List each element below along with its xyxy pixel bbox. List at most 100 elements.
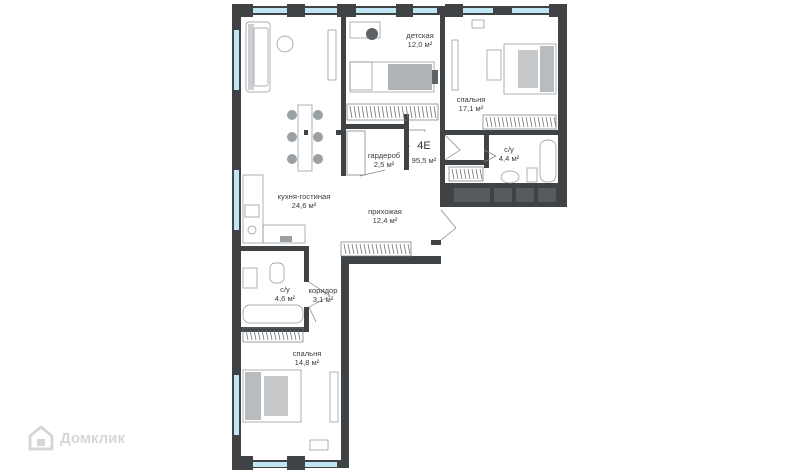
wardrobe-hatch [387,243,391,255]
wardrobe-hatch [433,105,437,119]
room-living-name: кухня-гостиная [278,192,331,201]
wardrobe-hatch [509,116,513,128]
wardrobe-hatch [293,329,297,341]
wardrobes [242,103,557,343]
room-wardrobe-name: гардероб [368,151,401,160]
wardrobe-hatch [417,105,421,119]
wardrobe-hatch [521,116,525,128]
wardrobe-hatch [485,116,489,128]
wardrobe-hatch [371,243,375,255]
wardrobe-hatch [285,329,289,341]
wardrobe-hatch [261,329,265,341]
wardrobe-hatch [393,105,397,119]
wardrobe-hatch [489,116,493,128]
wardrobe-hatch [343,243,347,255]
wardrobe-hatch [377,105,381,119]
room-bathroom-2-area: 4,6 м² [275,294,296,303]
room-hall-name: прихожая [368,207,402,216]
wardrobe-hatch [379,243,383,255]
wardrobe-hatch [391,243,395,255]
wardrobe-hatch [365,105,369,119]
windows [232,4,567,470]
wardrobe-hatch [537,116,541,128]
wardrobe-hatch [281,329,285,341]
wardrobe-hatch [385,105,389,119]
wardrobe-hatch [253,329,257,341]
wardrobe-hatch [545,116,549,128]
wardrobe-hatch [257,329,261,341]
wardrobe-hatch [367,243,371,255]
wardrobe-hatch [297,329,301,341]
room-bathroom-1-area: 4,4 м² [499,154,520,163]
wardrobe-hatch [349,105,353,119]
wardrobe-hatch [429,105,433,119]
wardrobe-hatch [373,105,377,119]
room-kids-name: детская [406,31,433,40]
room-living-area: 24,6 м² [292,201,317,210]
wardrobe-hatch [467,168,471,180]
wardrobe-hatch [359,243,363,255]
room-bedroom-2-area: 14,8 м² [295,358,320,367]
room-bathroom-1-name: с/у [504,145,514,154]
wardrobe-hatch [497,116,501,128]
room-bathroom-2-name: с/у [280,285,290,294]
wardrobe-hatch [355,243,359,255]
watermark-text: Домклик [60,429,125,447]
room-bedroom-1-area: 17,1 м² [459,104,484,113]
wardrobe-hatch [471,168,475,180]
wardrobe-hatch [501,116,505,128]
bedroom-2-furniture [242,369,339,451]
wardrobe-hatch [249,329,253,341]
room-bedroom-1-name: спальня [457,95,486,104]
wardrobe-hatch [553,116,557,128]
wardrobe-hatch [395,243,399,255]
wardrobe-hatch [265,329,269,341]
wardrobe-hatch [405,105,409,119]
wardrobe-hatch [475,168,479,180]
room-bedroom-2-name: спальня [293,349,322,358]
wardrobe-hatch [273,329,277,341]
wardrobe-hatch [347,243,351,255]
wardrobe-hatch [493,116,497,128]
room-corridor-name: коридор [309,286,338,295]
wardrobe-hatch [375,243,379,255]
wardrobe-hatch [479,168,483,180]
wardrobe-hatch [397,105,401,119]
wardrobe-hatch [459,168,463,180]
wardrobe-hatch [425,105,429,119]
wardrobe-hatch [463,168,467,180]
wardrobe-hatch [529,116,533,128]
bathroom-2-fixtures [242,262,304,324]
wardrobe-hatch [421,105,425,119]
wardrobe-hatch [245,329,249,341]
wardrobe-hatch [403,243,407,255]
wardrobe-hatch [407,243,411,255]
room-wardrobe-area: 2,5 м² [374,160,395,169]
wardrobe-hatch [289,329,293,341]
wardrobe-hatch [513,116,517,128]
wardrobe-hatch [363,243,367,255]
unit-area: 95,5 м² [412,156,437,165]
wardrobe-hatch [409,105,413,119]
wardrobe-hatch [401,105,405,119]
bedroom-1-furniture [451,19,557,95]
wardrobe-hatch [413,105,417,119]
wardrobe-hatch [277,329,281,341]
room-labels: детская 12,0 м² спальня 17,1 м² гардероб… [275,31,520,367]
wardrobe-hatch [451,168,455,180]
unit-badge: 4E 95,5 м² [410,132,438,172]
wardrobe-hatch [269,329,273,341]
wardrobe-hatch [399,243,403,255]
wardrobe-hatch [357,105,361,119]
wardrobe-hatch [381,105,385,119]
wardrobe-hatch [361,105,365,119]
wardrobe-hatch [369,105,373,119]
wardrobe-hatch [389,105,393,119]
wardrobe-hatch [533,116,537,128]
house-logo-icon [28,425,54,451]
wardrobe-hatch [549,116,553,128]
watermark: Домклик [28,425,125,451]
room-kids-area: 12,0 м² [408,40,433,49]
unit-code: 4E [417,140,430,152]
